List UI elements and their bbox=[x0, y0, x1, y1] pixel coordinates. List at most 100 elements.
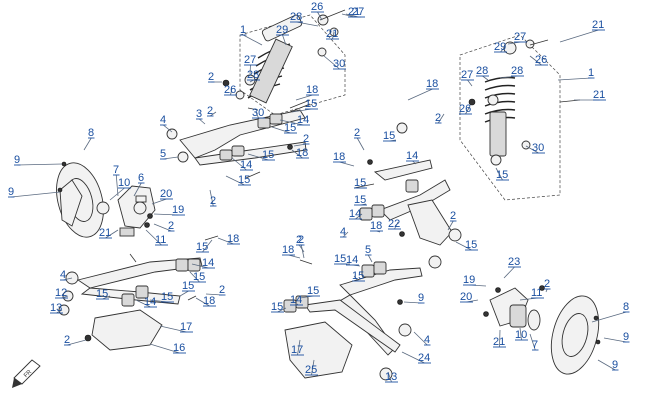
leader-line bbox=[591, 311, 627, 323]
part-number-label: 19 bbox=[463, 274, 475, 286]
left-shock-absorber bbox=[222, 9, 346, 116]
leader-line bbox=[465, 105, 471, 115]
part-number-label: 15 bbox=[465, 239, 477, 251]
part-number-label: 28 bbox=[511, 65, 523, 77]
part-number-label: 29 bbox=[276, 24, 288, 36]
part-number-label: 1 bbox=[588, 67, 594, 79]
part-number-label: 2 bbox=[544, 278, 550, 290]
leader-line bbox=[353, 275, 359, 282]
leader-line bbox=[102, 295, 111, 300]
part-number-label: 2 bbox=[210, 195, 216, 207]
part-number-label: 21 bbox=[593, 89, 605, 101]
part-number-label: 28 bbox=[290, 11, 302, 23]
leader-line bbox=[67, 339, 87, 346]
leader-line bbox=[495, 167, 503, 181]
part-number-label: 30 bbox=[252, 107, 264, 119]
leader-line bbox=[437, 113, 445, 124]
leader-line bbox=[231, 157, 247, 171]
leader-line bbox=[342, 231, 349, 238]
leader-line bbox=[447, 220, 454, 231]
leader-line bbox=[17, 163, 63, 166]
part-number-label: 20 bbox=[160, 188, 172, 200]
part-number-label: 21 bbox=[326, 28, 338, 40]
leader-line bbox=[529, 55, 542, 66]
leader-line bbox=[291, 149, 303, 159]
leader-line bbox=[529, 333, 536, 351]
leader-line bbox=[559, 29, 599, 43]
leader-line bbox=[133, 182, 142, 197]
leader-line bbox=[217, 237, 234, 245]
leader-line bbox=[356, 137, 365, 151]
part-number-label: 14 bbox=[290, 294, 302, 306]
part-number-label: 2 bbox=[303, 133, 309, 145]
leader-line bbox=[298, 244, 305, 253]
part-number-label: 2 bbox=[298, 234, 304, 246]
part-number-label: 15 bbox=[352, 270, 364, 282]
part-number-label: 4 bbox=[160, 114, 166, 126]
leader-line bbox=[105, 229, 119, 239]
leader-line bbox=[394, 221, 399, 230]
part-number-label: 9 bbox=[612, 359, 618, 371]
part-number-label: 24 bbox=[418, 352, 430, 364]
right-shock-absorber bbox=[459, 34, 581, 201]
part-number-label: 15 bbox=[238, 174, 250, 186]
leader-line bbox=[135, 299, 151, 308]
leader-line bbox=[557, 77, 592, 81]
part-number-label: 26 bbox=[311, 1, 323, 13]
leader-line bbox=[277, 307, 287, 313]
part-number-label: 4 bbox=[424, 334, 430, 346]
part-number-label: 2 bbox=[435, 112, 441, 124]
part-number-label: 18 bbox=[227, 233, 239, 245]
leader-line bbox=[230, 87, 233, 96]
part-number-label: 2 bbox=[354, 127, 360, 139]
part-number-label: 15 bbox=[354, 177, 366, 189]
part-number-label: 21 bbox=[493, 336, 505, 348]
part-number-label: 28 bbox=[476, 65, 488, 77]
part-number-label: 15 bbox=[161, 291, 173, 303]
part-number-label: 20 bbox=[460, 291, 472, 303]
part-number-label: 2 bbox=[208, 71, 214, 83]
part-number-label: 15 bbox=[496, 169, 508, 181]
leader-line bbox=[482, 75, 489, 81]
leader-line bbox=[295, 94, 313, 101]
part-number-label: 26 bbox=[535, 54, 547, 66]
part-number-label: 15 bbox=[305, 98, 317, 110]
leader-line bbox=[282, 34, 287, 46]
part-number-label: 27 bbox=[244, 54, 256, 66]
part-number-label: 4 bbox=[340, 226, 346, 238]
leader-line bbox=[525, 145, 539, 154]
leader-line bbox=[159, 325, 187, 333]
part-number-label: 10 bbox=[515, 329, 527, 341]
part-number-label: 10 bbox=[118, 177, 130, 189]
part-number-label: 14 bbox=[346, 254, 358, 266]
svg-text:FR: FR bbox=[23, 369, 33, 379]
part-number-label: 21 bbox=[348, 6, 360, 18]
leader-line bbox=[503, 266, 515, 279]
part-number-label: 15 bbox=[284, 122, 296, 134]
part-number-label: 19 bbox=[172, 204, 184, 216]
part-number-label: 17 bbox=[291, 344, 303, 356]
part-number-label: 15 bbox=[271, 301, 283, 313]
part-number-label: 2 bbox=[64, 334, 70, 346]
part-number-label: 23 bbox=[508, 256, 520, 268]
leader-line bbox=[288, 254, 301, 259]
part-number-label: 16 bbox=[173, 342, 185, 354]
leader-line bbox=[500, 47, 505, 53]
part-number-label: 14 bbox=[406, 150, 418, 162]
leader-line bbox=[297, 339, 301, 356]
leader-line bbox=[247, 153, 269, 161]
part-number-label: 8 bbox=[88, 127, 94, 139]
leader-line bbox=[300, 244, 305, 259]
leader-line bbox=[179, 290, 189, 297]
leader-line bbox=[163, 124, 173, 133]
part-number-label: 18 bbox=[370, 220, 382, 232]
right-upper-a-arm bbox=[353, 122, 462, 246]
part-number-label: 2 bbox=[296, 234, 302, 246]
part-number-label: 1 bbox=[240, 24, 246, 36]
part-number-label: 14 bbox=[297, 114, 309, 126]
part-number-label: 27 bbox=[352, 6, 364, 18]
leader-line bbox=[145, 229, 162, 246]
